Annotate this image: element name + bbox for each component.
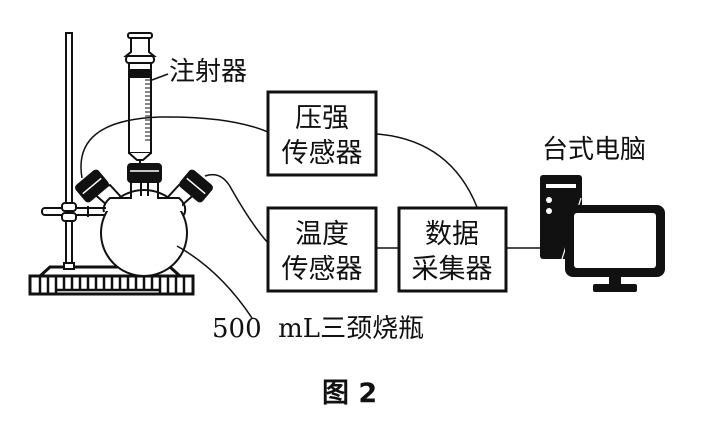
flask-bulb bbox=[100, 189, 188, 277]
syringe-label: 注射器 bbox=[169, 57, 247, 87]
temperature-sensor-line1: 温度 bbox=[295, 219, 349, 250]
desktop-computer bbox=[540, 175, 665, 292]
syringe-leader bbox=[151, 73, 169, 81]
three-neck-flask bbox=[75, 163, 213, 277]
computer-label: 台式电脑 bbox=[542, 135, 646, 165]
syringe-scale bbox=[145, 79, 151, 141]
wire-flask-temperature bbox=[204, 173, 269, 244]
data-collector-line1: 数据 bbox=[425, 219, 479, 250]
flask-leader bbox=[176, 245, 253, 319]
pressure-sensor-line2: 传感器 bbox=[282, 138, 363, 169]
syringe bbox=[123, 32, 169, 166]
figure-caption: 图 2 bbox=[322, 378, 377, 409]
data-collector-box: 数据 采集器 bbox=[397, 206, 508, 293]
temperature-sensor-line2: 传感器 bbox=[282, 254, 363, 285]
data-collector-line2: 采集器 bbox=[412, 254, 493, 285]
pressure-sensor-line1: 压强 bbox=[295, 103, 349, 134]
wires bbox=[80, 116, 542, 319]
center-stopper bbox=[127, 163, 162, 183]
wire-pressure-collector bbox=[376, 133, 478, 208]
right-stopper bbox=[179, 169, 213, 203]
pressure-sensor-box: 压强 传感器 bbox=[266, 90, 378, 177]
base-ribs bbox=[38, 276, 186, 294]
wire-flask-pressure bbox=[80, 116, 269, 179]
temperature-sensor-box: 温度 传感器 bbox=[266, 206, 378, 293]
left-stopper bbox=[75, 169, 109, 203]
stand-rod bbox=[65, 32, 73, 269]
flask-label: 500 mL三颈烧瓶 bbox=[212, 314, 424, 344]
